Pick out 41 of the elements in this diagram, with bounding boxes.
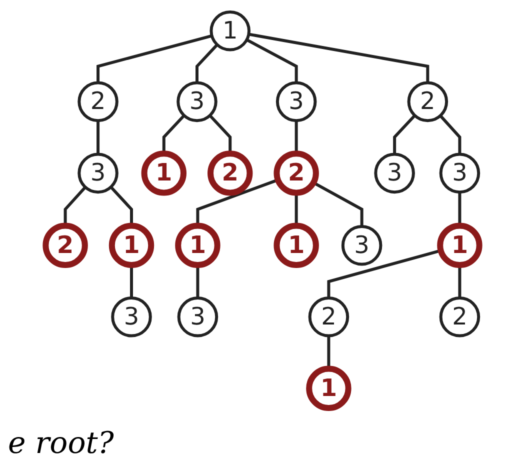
node-circle: 1: [141, 150, 186, 196]
connector: [246, 38, 298, 83]
connector: [248, 32, 430, 83]
node-circle: 2: [274, 150, 319, 196]
node-circle: 3: [176, 81, 218, 122]
node-circle: 1: [210, 10, 250, 52]
connector: [196, 178, 278, 226]
node-circle: 2: [407, 81, 448, 122]
node-circle: 3: [276, 81, 317, 122]
connector: [393, 114, 416, 154]
node-circle: 3: [439, 152, 480, 194]
connector: [196, 44, 218, 83]
connector: [439, 114, 462, 154]
node-circle: 2: [208, 150, 253, 196]
connector: [96, 34, 212, 83]
connector: [294, 192, 298, 226]
handwritten-note: e root?: [8, 426, 114, 461]
node-circle: 2: [308, 296, 350, 338]
connector: [196, 265, 200, 298]
node-circle: 3: [78, 152, 118, 194]
node-circle: 2: [439, 296, 480, 338]
connector: [458, 192, 462, 226]
node-circle: 3: [177, 296, 218, 338]
node-circle: 1: [175, 222, 220, 268]
node-circle: 3: [111, 296, 152, 338]
connector: [96, 120, 100, 154]
connector: [312, 181, 364, 226]
connector: [64, 186, 86, 226]
node-circle: 1: [306, 366, 352, 411]
node-circle: 1: [437, 222, 482, 268]
connector: [458, 265, 462, 298]
connector: [110, 186, 133, 226]
connector: [130, 265, 133, 298]
connector: [327, 249, 442, 298]
node-circle: 1: [274, 222, 319, 268]
node-circle: 2: [78, 81, 118, 122]
connector: [327, 336, 330, 369]
node-circle: 2: [42, 222, 88, 268]
node-circle: 3: [341, 225, 382, 266]
node-circle: 1: [108, 222, 154, 268]
node-circle: 3: [374, 152, 415, 194]
